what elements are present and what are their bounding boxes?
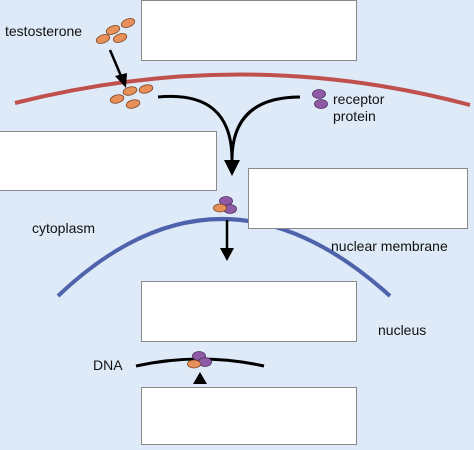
dna-label: DNA <box>93 357 123 373</box>
join-arrowhead <box>224 160 240 176</box>
testosterone-path-arrow <box>157 94 234 161</box>
answer-box-2[interactable] <box>0 131 217 191</box>
answer-box-3[interactable] <box>248 168 468 229</box>
answer-box-4[interactable] <box>141 281 357 342</box>
testosterone-label: testosterone <box>5 23 83 39</box>
cytoplasm-label: cytoplasm <box>32 220 96 236</box>
nuclear-membrane-label: nuclear membrane <box>331 238 448 254</box>
dna-bound-complex <box>187 351 212 369</box>
receptor-label-line1: receptor <box>333 91 385 107</box>
receptor-path-arrow <box>230 95 301 161</box>
nucleus-entry-arrow <box>220 220 234 261</box>
cell-membrane <box>14 72 471 107</box>
answer-box-5[interactable] <box>141 387 357 445</box>
testosterone-cluster-outside <box>95 18 136 44</box>
dna-up-arrowhead <box>193 372 207 384</box>
nuclear-membrane <box>56 217 392 298</box>
hormone-receptor-complex <box>213 196 237 214</box>
receptor-protein-icon <box>312 89 328 109</box>
receptor-label-line2: protein <box>333 108 376 124</box>
testosterone-cluster-inside <box>109 84 154 109</box>
answer-box-1[interactable] <box>141 0 357 61</box>
entry-arrow <box>108 49 127 88</box>
nucleus-label: nucleus <box>378 322 427 338</box>
